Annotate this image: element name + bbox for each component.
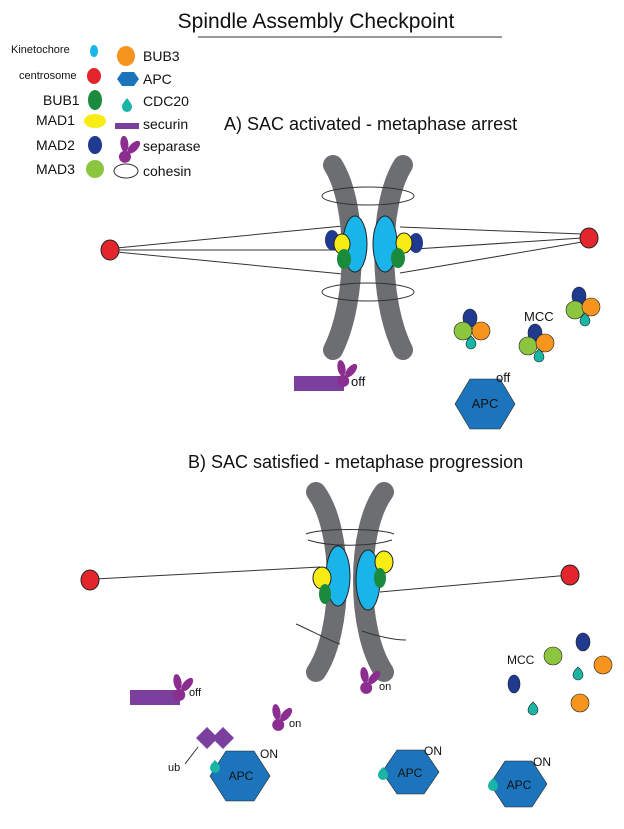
legend-mad3-icon (86, 160, 104, 178)
legend-bub3-label: BUB3 (143, 48, 180, 64)
panel-b-apc-3-cdc20 (488, 778, 498, 791)
legend-separase-label: separase (143, 138, 201, 154)
legend-apc-icon (117, 72, 139, 86)
legend-kinetochore-label: Kinetochore (11, 44, 70, 56)
legend: Kinetochore centrosome BUB1 MAD1 MAD2 MA… (11, 44, 201, 179)
panel-b-securin-state: off (189, 687, 202, 699)
panel-a-mcc-label: MCC (524, 309, 554, 324)
panel-b-apc-2-label: APC (398, 766, 423, 780)
legend-cohesin-label: cohesin (143, 163, 191, 179)
panel-a-heading: A) SAC activated - metaphase arrest (224, 114, 517, 134)
panel-a-centrosome-right (579, 227, 599, 249)
legend-mad1-icon (84, 114, 106, 128)
panel-b-free-mcc-components (507, 632, 613, 716)
panel-b-bub1-right (374, 568, 386, 588)
legend-apc-label: APC (143, 71, 172, 87)
panel-b-ub-securin-1 (196, 727, 218, 749)
panel-b-heading: B) SAC satisfied - metaphase progression (188, 452, 523, 472)
panel-b-apc-1-label: APC (229, 769, 254, 783)
panel-b-apc-2-state: ON (424, 744, 442, 758)
panel-b-separase-state-1: on (379, 681, 391, 693)
panel-b-separase-state-2: on (289, 718, 301, 730)
panel-b-apc-1-state: ON (260, 747, 278, 761)
panel-a-apc-state: off (496, 370, 511, 385)
panel-a-apc (454, 378, 516, 430)
panel-a-mad2-right (409, 233, 423, 253)
legend-mad1-label: MAD1 (36, 112, 75, 128)
legend-centrosome-icon (87, 68, 101, 84)
legend-bub1-label: BUB1 (43, 92, 80, 108)
legend-bub3-icon (117, 46, 135, 66)
panel-a-bub1-right (391, 248, 405, 268)
panel-a: A) SAC activated - metaphase arrest (100, 114, 601, 430)
panel-b-ub-line (184, 746, 199, 765)
panel-b-cohesin (295, 529, 407, 645)
panel-a-securin (294, 376, 344, 391)
panel-a-cohesin (321, 186, 415, 302)
panel-b-spindle-fibers (94, 566, 571, 593)
legend-separase-icon (111, 133, 144, 167)
panel-b-ub-label: ub (168, 762, 180, 774)
panel-b-centrosome-right (560, 564, 580, 586)
panel-b-apc-3 (489, 760, 548, 808)
panel-b-apc-2 (381, 749, 440, 795)
panel-b: B) SAC satisfied - metaphase progression (80, 452, 613, 808)
panel-b-apc-3-label: APC (507, 778, 532, 792)
diagram-title: Spindle Assembly Checkpoint (178, 10, 455, 33)
legend-cdc20-icon (122, 98, 132, 112)
panel-b-centrosome-left (80, 569, 100, 591)
legend-mad3-label: MAD3 (36, 161, 75, 177)
panel-b-bub1-left (319, 584, 331, 604)
panel-a-spindle-fibers (116, 225, 583, 275)
panel-b-mcc-label: MCC (507, 653, 535, 667)
panel-b-apc-1 (209, 750, 271, 802)
panel-b-apc-1-cdc20 (210, 760, 220, 773)
panel-b-ub-securin-2 (212, 727, 234, 749)
panel-b-apc-3-state: ON (533, 755, 551, 769)
legend-cohesin-icon (113, 163, 139, 179)
legend-cdc20-label: CDC20 (143, 93, 189, 109)
legend-securin-label: securin (143, 116, 188, 132)
panel-a-centrosome-left (100, 239, 120, 261)
panel-b-securin (130, 690, 180, 705)
legend-mad2-label: MAD2 (36, 137, 75, 153)
legend-centrosome-label: centrosome (19, 70, 76, 82)
panel-a-mcc-1 (453, 308, 491, 350)
panel-b-apc-2-cdc20 (378, 767, 388, 780)
legend-kinetochore-icon (90, 45, 98, 57)
legend-bub1-icon (88, 90, 102, 110)
legend-mad2-icon (88, 136, 102, 154)
panel-a-bub1-left (337, 249, 351, 269)
legend-securin-icon (115, 123, 139, 129)
panel-a-mcc-2 (518, 323, 555, 363)
panel-a-mcc-3 (565, 286, 601, 327)
panel-a-securin-state: off (351, 374, 366, 389)
panel-a-apc-label: APC (472, 396, 499, 411)
